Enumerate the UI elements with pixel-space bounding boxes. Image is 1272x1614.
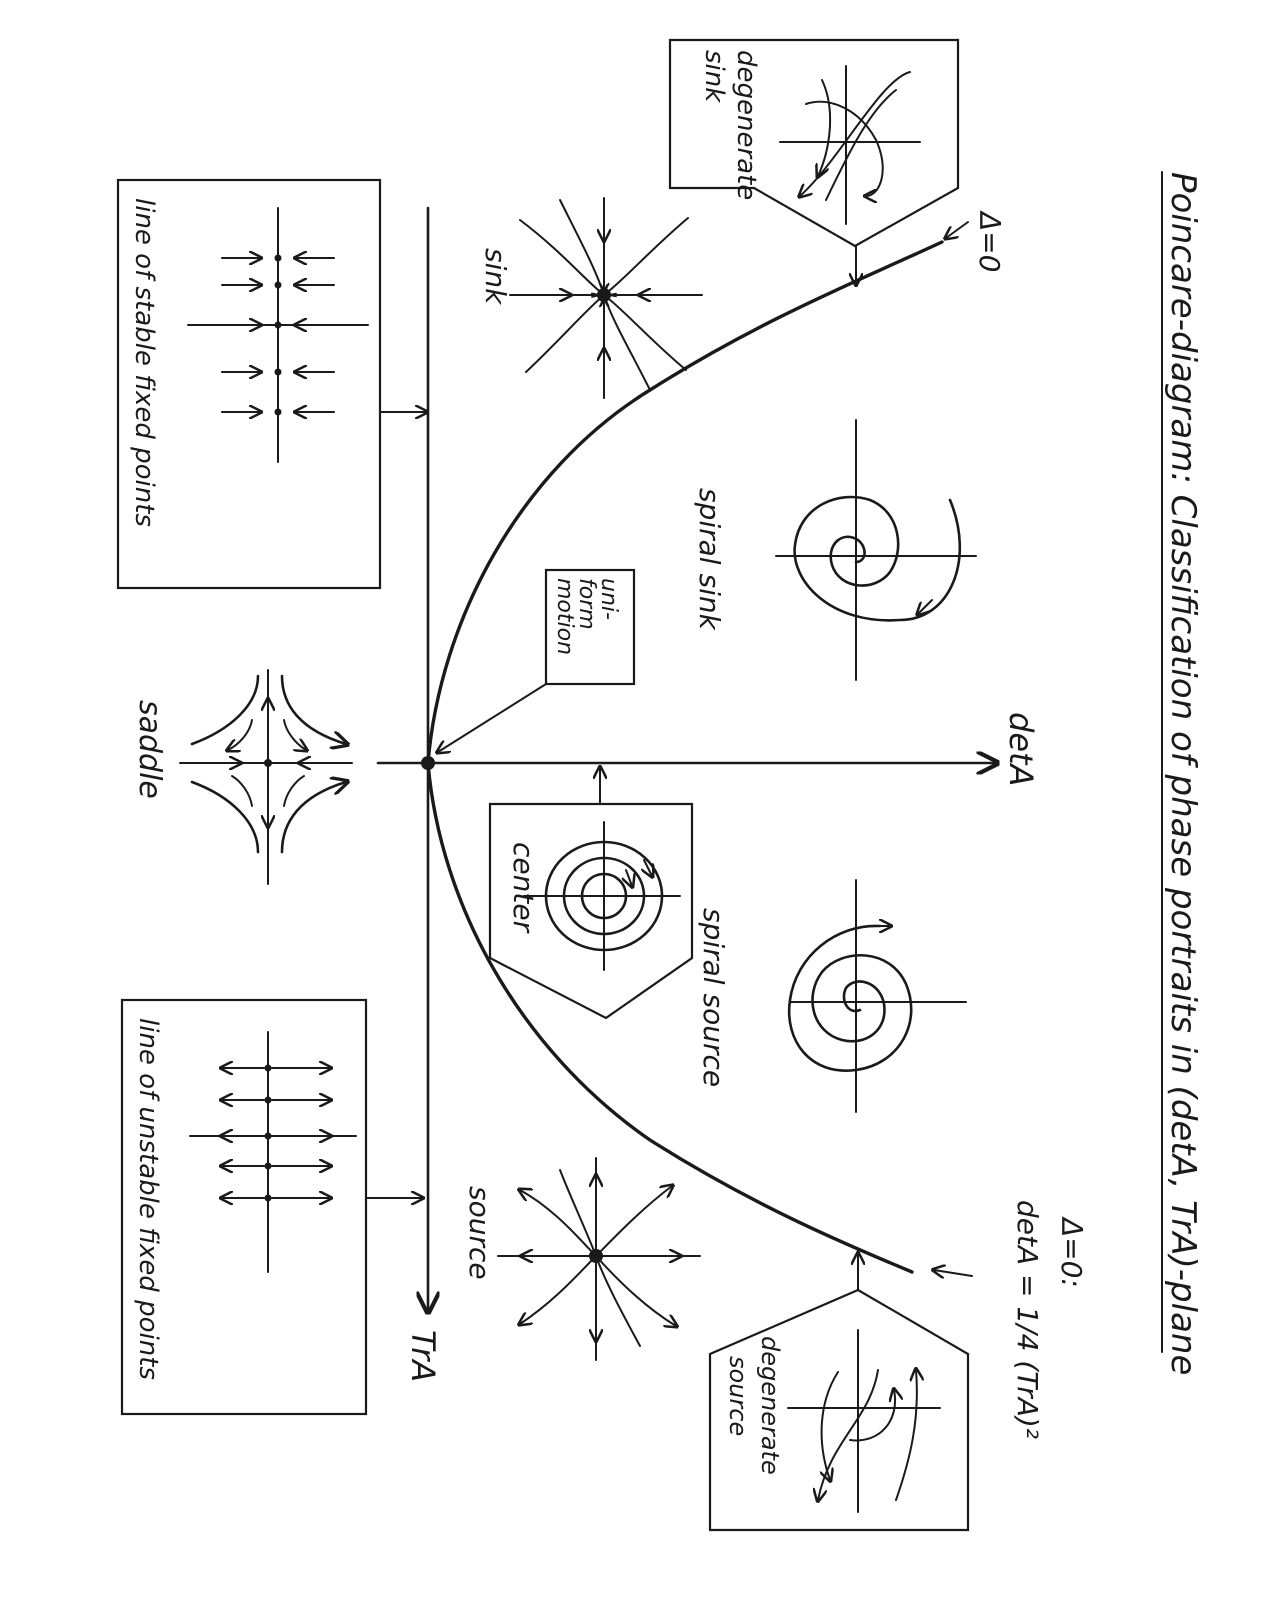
- curve-label-bottom-2: detA = 1/4 (TrA)²: [1011, 1200, 1044, 1439]
- spiral-source-label: spiral source: [697, 908, 730, 1087]
- source-label: source: [463, 1186, 496, 1280]
- center-box: [488, 802, 694, 1020]
- spiral-sink-portrait: spiral sink: [693, 419, 977, 681]
- curve-lower: [426, 761, 914, 1274]
- title: Poincare-diagram: Classification of phas…: [1161, 171, 1203, 1375]
- degenerate-source-label-1: degenerate: [756, 1336, 784, 1475]
- spiral-source-portrait: spiral source: [697, 879, 967, 1113]
- uniform-motion-label-3: motion: [552, 578, 577, 655]
- uniform-motion-label-1: uni-: [596, 578, 621, 620]
- degenerate-source-label-2: source: [724, 1356, 752, 1436]
- curve-label-top: Δ=0: [973, 210, 1006, 272]
- spiral-sink-label: spiral sink: [693, 488, 726, 632]
- sink-portrait: sink: [479, 197, 703, 399]
- degenerate-sink-label-1: degenerate: [731, 50, 761, 200]
- uniform-motion-box: [544, 568, 636, 686]
- degenerate-source-box: [708, 1288, 970, 1532]
- tr-axis-label: TrA: [404, 1330, 442, 1382]
- stable-line-label: line of stable fixed points: [129, 198, 159, 527]
- degenerate-source-panel: degenerate source: [708, 1249, 970, 1532]
- unstable-line-box: [120, 998, 368, 1416]
- title-text: Poincare-diagram: Classification of phas…: [1163, 172, 1203, 1375]
- unstable-line-label: line of unstable fixed points: [133, 1018, 163, 1380]
- uniform-motion-pointer: [438, 683, 547, 752]
- saddle-label: saddle: [132, 700, 167, 799]
- uniform-motion-label-2: form: [574, 578, 599, 630]
- curve-upper: [426, 240, 944, 765]
- curve-top-arrow: [946, 221, 969, 238]
- uniform-motion-panel: uni- form motion: [438, 568, 636, 752]
- stable-line-panel: line of stable fixed points: [116, 178, 426, 590]
- saddle-portrait: saddle: [132, 669, 353, 885]
- det-axis-label: detA: [1002, 712, 1040, 786]
- source-portrait: source: [463, 1157, 701, 1361]
- degenerate-sink-panel: degenerate sink: [668, 38, 960, 284]
- unstable-arrows: [222, 1065, 330, 1202]
- unstable-line-panel: line of unstable fixed points: [120, 998, 422, 1416]
- stable-arrows: [221, 255, 335, 416]
- delta-zero-curve: Δ=0 Δ=0: detA = 1/4 (TrA)²: [426, 210, 1088, 1439]
- stable-line-box: [116, 178, 382, 590]
- curve-bottom-arrow: [934, 1270, 973, 1276]
- sink-label: sink: [479, 248, 512, 306]
- degenerate-sink-label-2: sink: [699, 50, 729, 103]
- center-panel: center: [488, 765, 694, 1020]
- curve-label-bottom-1: Δ=0:: [1055, 1216, 1088, 1288]
- center-label: center: [507, 842, 540, 934]
